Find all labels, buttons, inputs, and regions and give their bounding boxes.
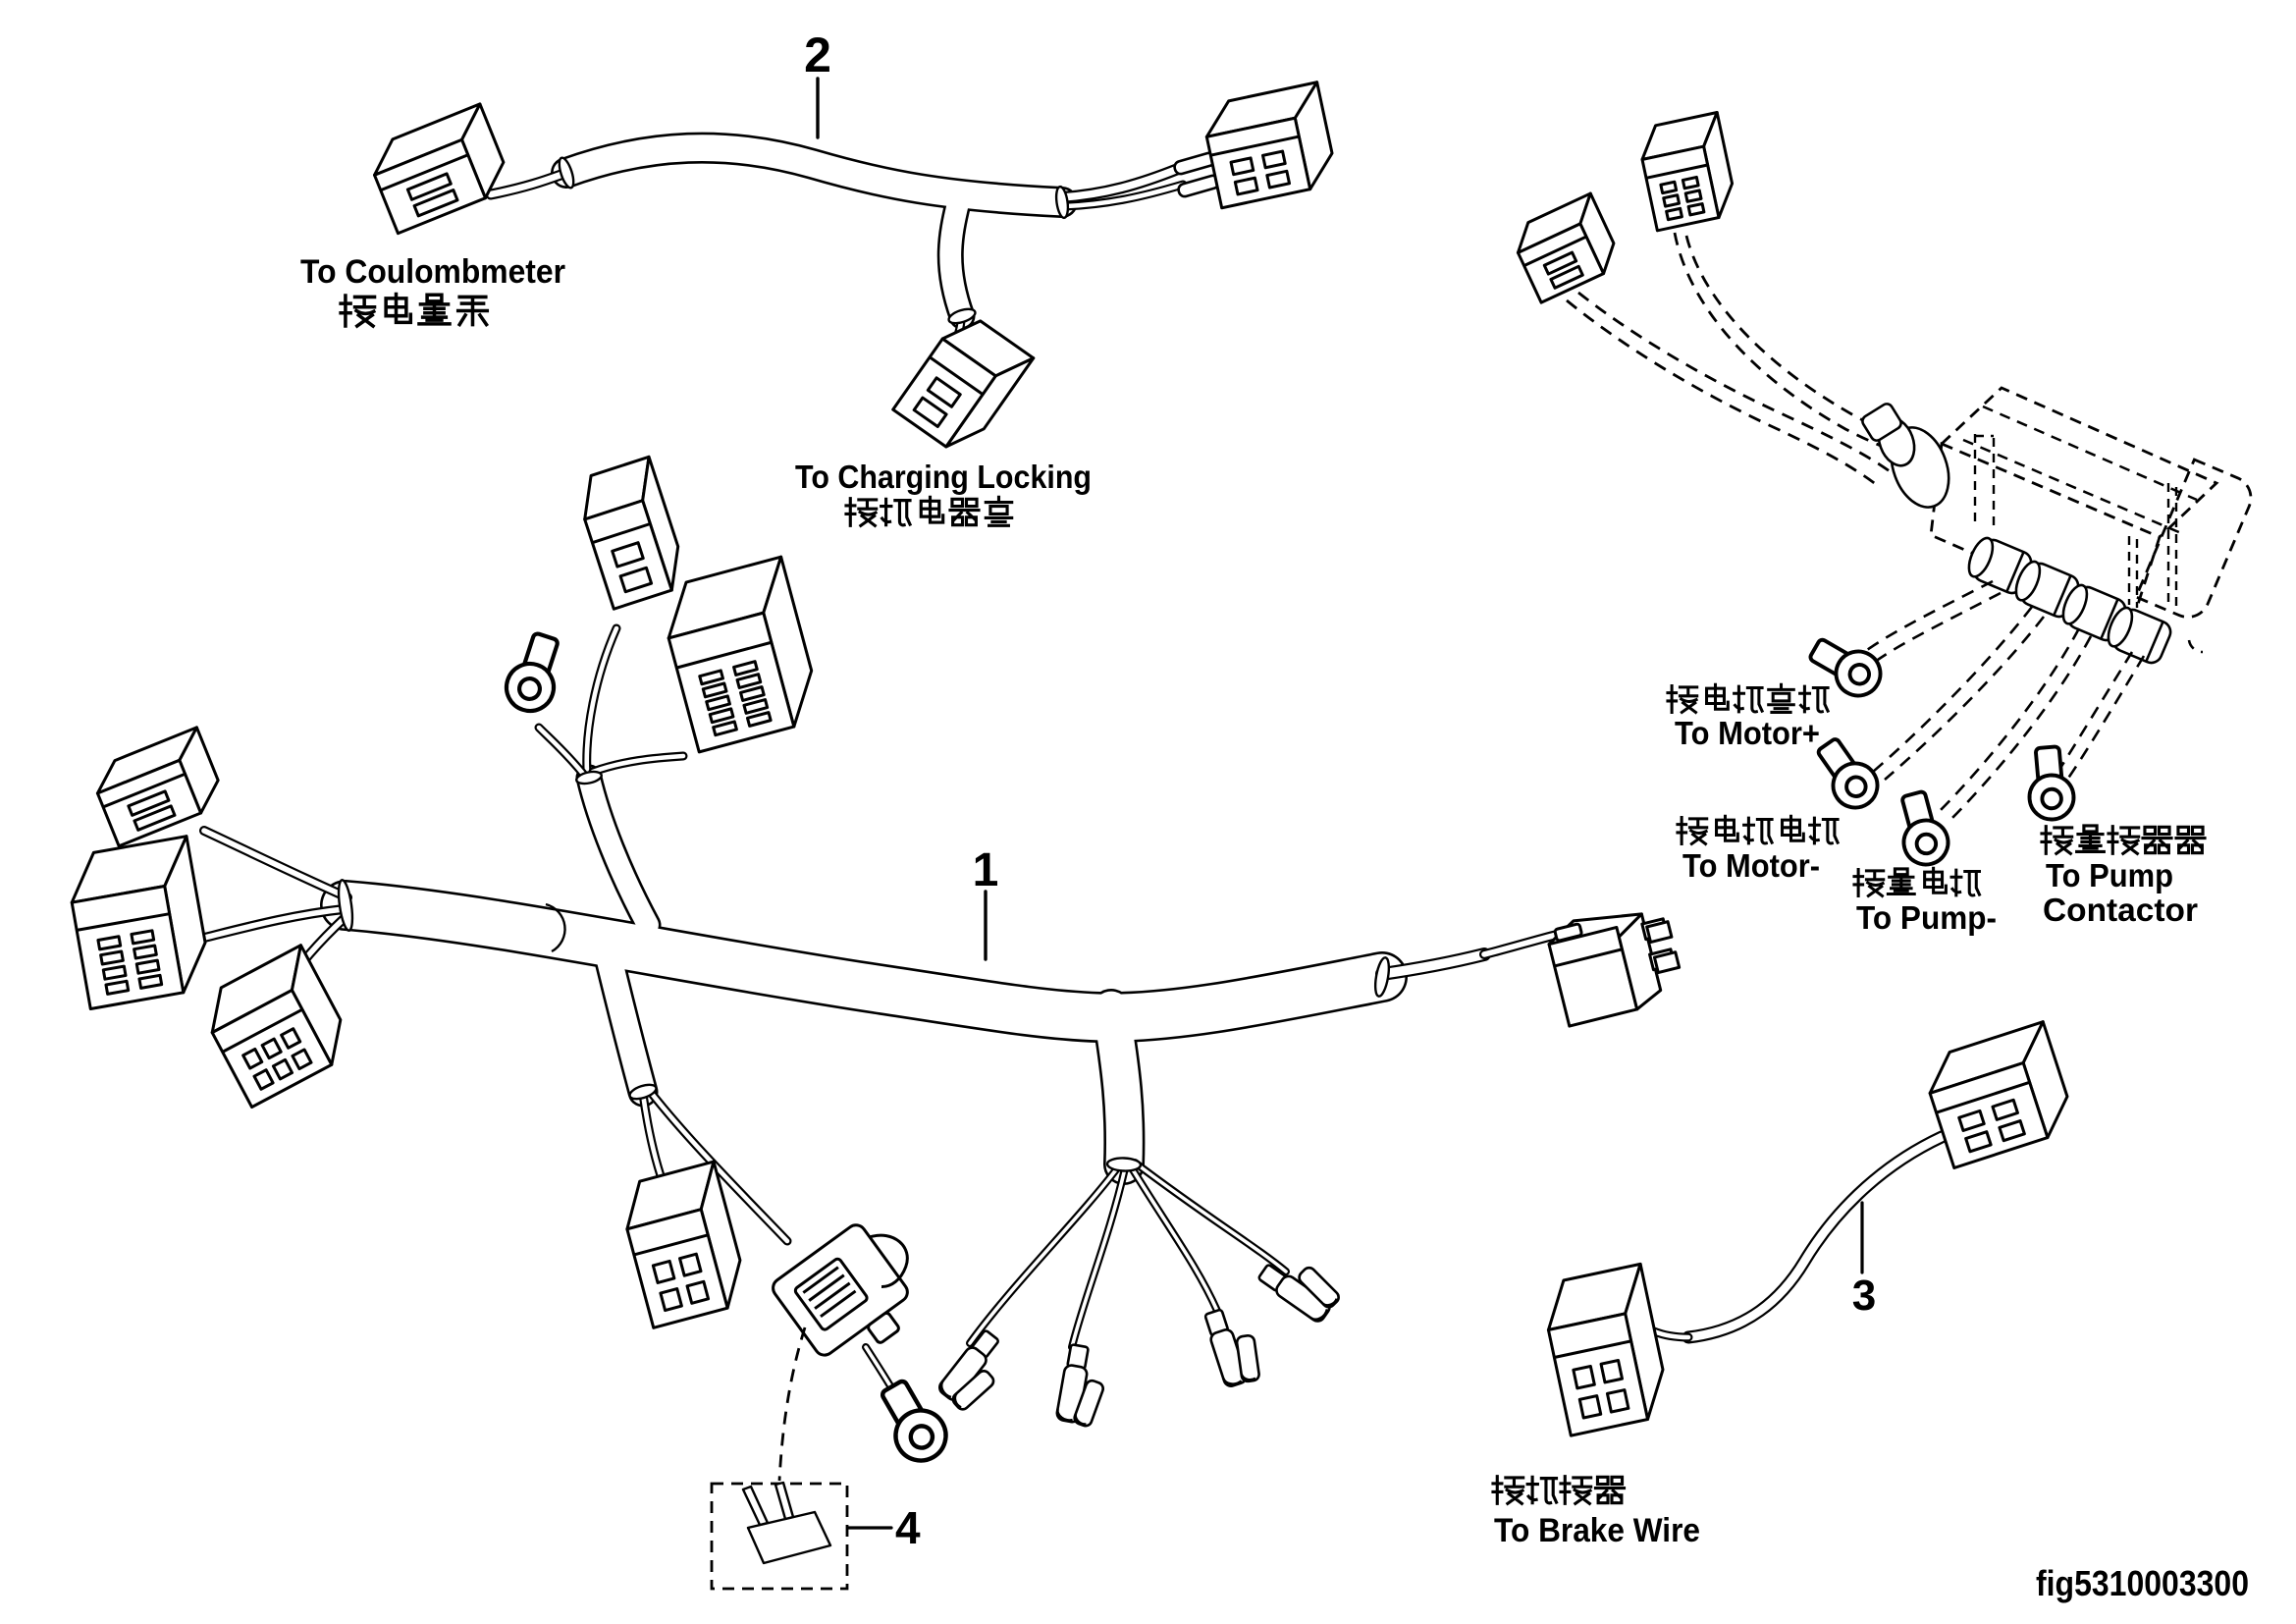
svg-text:fig5310003300: fig5310003300	[2036, 1563, 2249, 1603]
svg-text:To Motor+: To Motor+	[1675, 715, 1820, 751]
svg-text:To Brake Wire: To Brake Wire	[1494, 1512, 1700, 1549]
svg-text:3: 3	[1852, 1272, 1876, 1320]
svg-text:1: 1	[973, 844, 999, 896]
svg-text:To Charging Locking: To Charging Locking	[795, 459, 1092, 495]
svg-text:4: 4	[895, 1502, 921, 1553]
svg-text:2: 2	[804, 27, 831, 82]
svg-text:To Pump-: To Pump-	[1856, 899, 1997, 936]
svg-text:To Coulombmeter: To Coulombmeter	[300, 253, 565, 291]
svg-text:Contactor: Contactor	[2043, 892, 2198, 928]
svg-text:To Pump: To Pump	[2046, 857, 2173, 893]
svg-text:To Motor-: To Motor-	[1682, 847, 1820, 884]
